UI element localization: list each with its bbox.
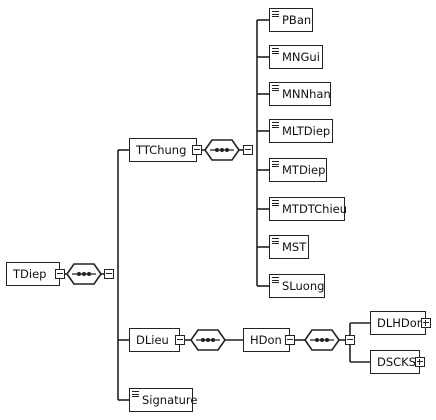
node-label: DLieu	[136, 333, 169, 347]
node-label: MNGui	[282, 50, 320, 64]
collapse-toggle-icon[interactable]	[55, 269, 65, 279]
node-mltdiep[interactable]: MLTDiep	[269, 119, 333, 143]
node-label: SLuong	[282, 279, 325, 293]
expand-toggle-icon[interactable]	[421, 318, 431, 328]
node-signature[interactable]: Signature	[129, 388, 197, 412]
node-label: DLHDon	[377, 316, 425, 330]
node-mnnhan[interactable]: MNNhan	[269, 82, 331, 106]
leaf-element-icon	[272, 11, 279, 17]
node-label: MTDiep	[282, 163, 326, 177]
node-mst[interactable]: MST	[269, 235, 309, 259]
node-label: MLTDiep	[282, 124, 331, 138]
collapse-toggle-icon[interactable]	[285, 335, 295, 345]
leaf-element-icon	[272, 238, 279, 244]
sequence-compositor-icon	[190, 329, 226, 351]
expand-toggle-icon[interactable]	[415, 357, 425, 367]
node-label: DSCKS	[377, 355, 417, 369]
collapse-toggle-icon[interactable]	[243, 145, 253, 155]
collapse-toggle-icon[interactable]	[104, 269, 114, 279]
node-dlieu[interactable]: DLieu	[129, 328, 180, 352]
node-label: Signature	[142, 393, 198, 407]
node-dlhdon[interactable]: DLHDon	[370, 311, 426, 335]
node-mtdiep[interactable]: MTDiep	[269, 158, 327, 182]
node-label: PBan	[282, 13, 312, 27]
leaf-element-icon	[272, 48, 279, 54]
leaf-element-icon	[272, 161, 279, 167]
leaf-element-icon	[272, 277, 279, 283]
node-label: HDon	[250, 333, 282, 347]
sequence-compositor-icon	[66, 263, 102, 285]
collapse-toggle-icon[interactable]	[175, 335, 185, 345]
leaf-element-icon	[272, 122, 279, 128]
node-ttchung[interactable]: TTChung	[129, 138, 197, 162]
node-pban[interactable]: PBan	[269, 8, 313, 32]
collapse-toggle-icon[interactable]	[192, 145, 202, 155]
collapse-toggle-icon[interactable]	[345, 335, 355, 345]
sequence-compositor-icon	[304, 329, 340, 351]
sequence-compositor-icon	[204, 139, 240, 161]
node-mtdtchieu[interactable]: MTDTChieu	[269, 197, 347, 221]
leaf-element-icon	[272, 200, 279, 206]
node-label: MNNhan	[282, 87, 331, 101]
node-label: MST	[282, 240, 307, 254]
node-hdon[interactable]: HDon	[243, 328, 290, 352]
node-tdiep[interactable]: TDiep	[6, 262, 60, 286]
node-label: TTChung	[136, 143, 187, 157]
node-label: TDiep	[13, 267, 47, 281]
node-sluong[interactable]: SLuong	[269, 274, 325, 298]
node-mngui[interactable]: MNGui	[269, 45, 323, 69]
leaf-element-icon	[132, 391, 139, 397]
leaf-element-icon	[272, 85, 279, 91]
node-label: MTDTChieu	[282, 202, 348, 216]
node-dscks[interactable]: DSCKS	[370, 350, 420, 374]
